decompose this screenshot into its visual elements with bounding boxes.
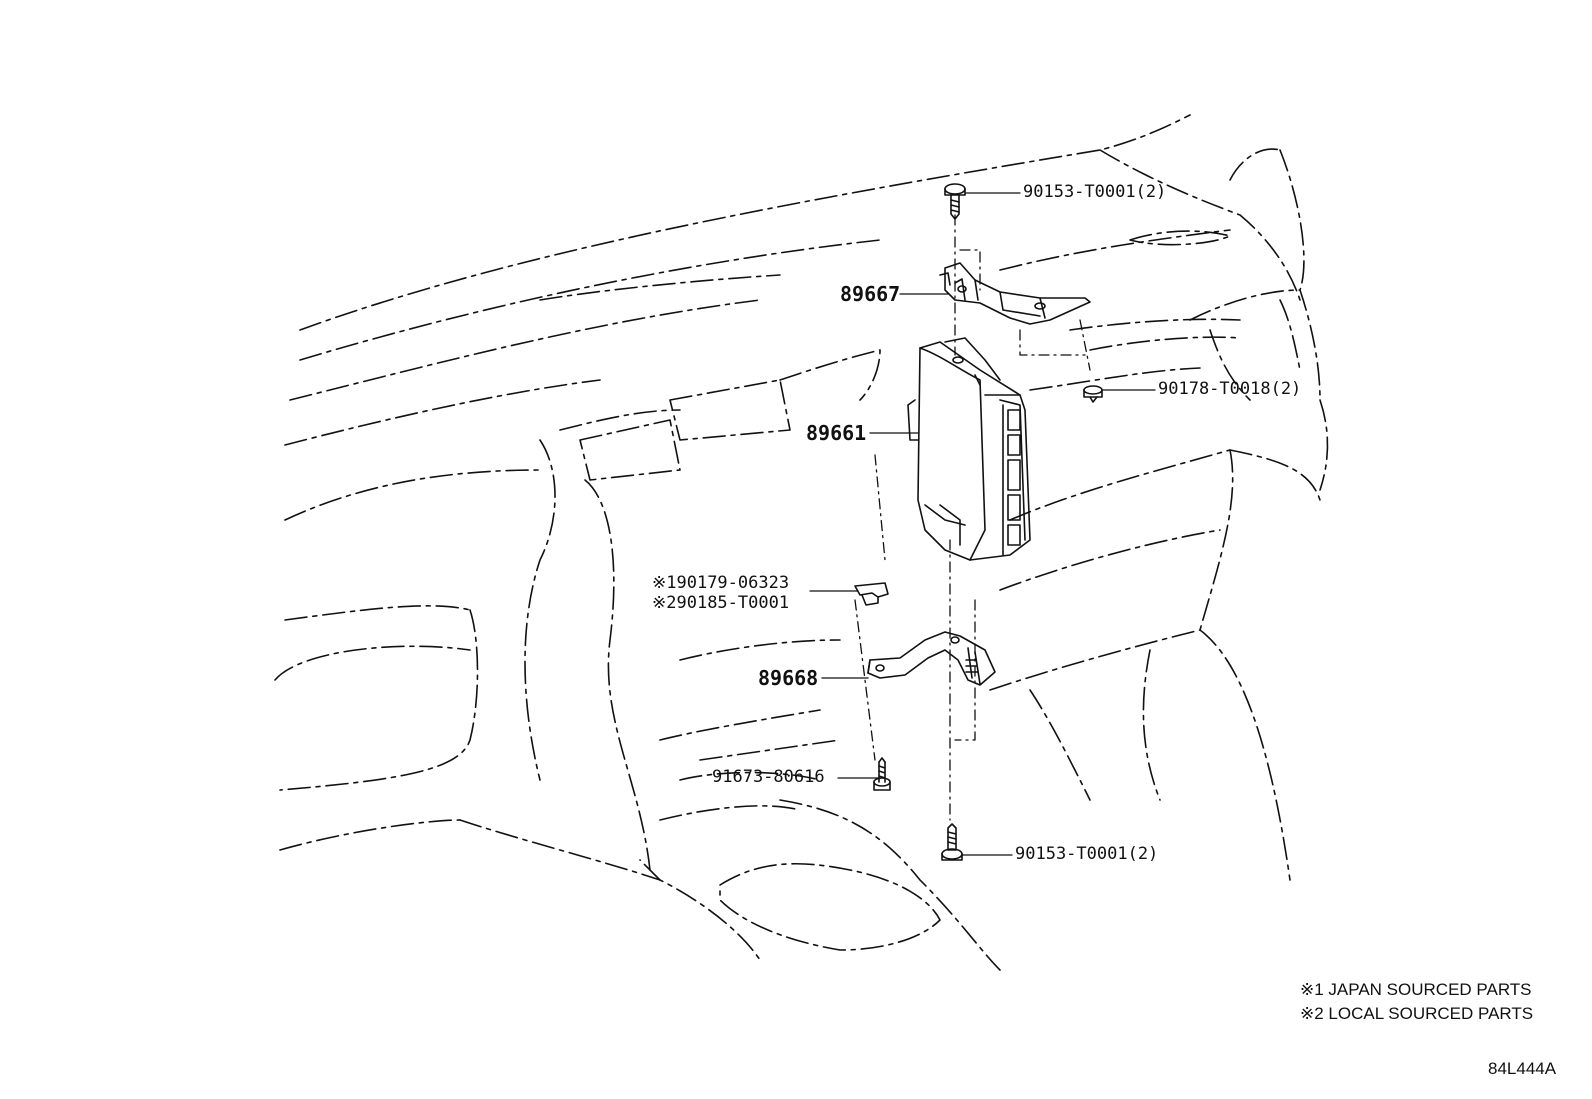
callout-nut: 90178-T0018(2) [1158, 379, 1302, 399]
bolt-top-icon [944, 183, 966, 220]
upper-bracket-89667-icon [939, 262, 1091, 325]
screw-icon [873, 757, 891, 791]
callout-screw: 91673-80616 [712, 767, 825, 787]
part-number: 90185-T0001 [676, 593, 790, 613]
bolt-bottom-icon [941, 823, 963, 861]
mark-2: ※2 [652, 593, 677, 613]
assembly-centerline [854, 214, 1091, 821]
callout-clip-local: ※290185-T0001 [652, 595, 789, 612]
callout-bolt-bottom: 90153-T0001(2) [1015, 844, 1159, 864]
note-japan-sourced: ※1 JAPAN SOURCED PARTS [1300, 980, 1532, 999]
part-number: 90179-06323 [676, 573, 790, 593]
callout-clip-japan: ※190179-06323 [652, 575, 789, 592]
mark-1: ※1 [652, 573, 677, 593]
ecu-89661-icon [907, 337, 1031, 561]
dashboard-outline [274, 114, 1329, 971]
callout-bolt-top: 90153-T0001(2) [1023, 182, 1167, 202]
leader-lines [809, 192, 1156, 856]
diagram-code: 84L444A [1488, 1059, 1557, 1078]
alignment-box [954, 249, 1086, 741]
nut-icon [1083, 385, 1103, 403]
callout-bracket-upper: 89667 [840, 282, 901, 306]
callout-bracket-lower: 89668 [758, 666, 819, 690]
lower-bracket-89668-icon [867, 631, 996, 686]
note-local-sourced: ※2 LOCAL SOURCED PARTS [1300, 1004, 1534, 1023]
clip-icon [854, 582, 889, 606]
callout-ecu: 89661 [806, 421, 867, 445]
